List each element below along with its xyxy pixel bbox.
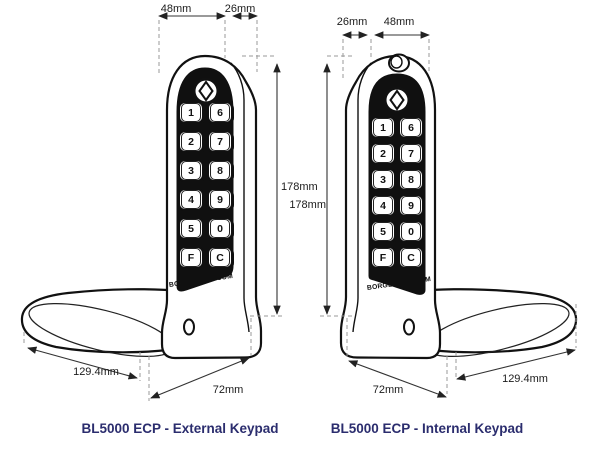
key-label: 0 bbox=[401, 222, 421, 241]
dim-line-left-129 bbox=[27, 346, 138, 380]
dim-label-left-base: 72mm bbox=[212, 384, 244, 396]
dim-label-left-handle: 129.4mm bbox=[73, 366, 119, 378]
keypad-button-0: 0 bbox=[398, 220, 424, 243]
keypad-button-3: 3 bbox=[178, 159, 204, 182]
key-label: F bbox=[181, 248, 201, 267]
dim-line-right-72 bbox=[348, 360, 447, 398]
internal-keypad: 1 6 2 7 3 8 4 9 5 0 F C bbox=[370, 116, 424, 269]
keypad-button-6: 6 bbox=[398, 116, 424, 139]
external-keypad: 1 6 2 7 3 8 4 9 5 0 F C bbox=[178, 101, 233, 269]
dim-label-right-height: 178mm bbox=[289, 199, 326, 211]
dim-label-left-width: 48mm bbox=[160, 3, 192, 15]
dim-label-right-handle: 129.4mm bbox=[502, 373, 548, 385]
key-label: 5 bbox=[181, 219, 201, 238]
dim-label-left-depth: 26mm bbox=[224, 3, 256, 15]
keypad-button-C: C bbox=[207, 246, 233, 269]
dim-label-right-depth: 26mm bbox=[336, 16, 368, 28]
keypad-button-F: F bbox=[370, 246, 396, 269]
key-label: 2 bbox=[181, 132, 201, 151]
key-label: 4 bbox=[181, 190, 201, 209]
keypad-button-F: F bbox=[178, 246, 204, 269]
keypad-button-4: 4 bbox=[370, 194, 396, 217]
keypad-button-1: 1 bbox=[370, 116, 396, 139]
key-label: C bbox=[401, 248, 421, 267]
caption-external-keypad: BL5000 ECP - External Keypad bbox=[81, 421, 279, 436]
key-label: 3 bbox=[373, 170, 393, 189]
caption-internal-keypad: BL5000 ECP - Internal Keypad bbox=[330, 421, 524, 436]
key-label: 4 bbox=[373, 196, 393, 215]
key-label: 7 bbox=[401, 144, 421, 163]
key-label: 8 bbox=[210, 161, 230, 180]
right-body-edge-line bbox=[352, 62, 372, 333]
key-label: 6 bbox=[401, 118, 421, 137]
dim-line-left-72 bbox=[150, 357, 250, 399]
dimension-lines bbox=[27, 12, 576, 399]
keypad-button-2: 2 bbox=[178, 130, 204, 153]
borg-logo-icon bbox=[383, 86, 411, 114]
key-label: 0 bbox=[210, 219, 230, 238]
keypad-button-1: 1 bbox=[178, 101, 204, 124]
left-body-edge-line bbox=[230, 62, 250, 333]
keypad-button-8: 8 bbox=[398, 168, 424, 191]
key-label: 8 bbox=[401, 170, 421, 189]
dim-line-right-129 bbox=[456, 348, 576, 381]
dim-label-right-width: 48mm bbox=[383, 16, 415, 28]
keypad-button-9: 9 bbox=[398, 194, 424, 217]
right-hub-screw bbox=[403, 318, 415, 336]
key-label: 1 bbox=[373, 118, 393, 137]
keypad-button-2: 2 bbox=[370, 142, 396, 165]
borg-logo-icon bbox=[192, 77, 220, 105]
keypad-button-4: 4 bbox=[178, 188, 204, 211]
key-label: 2 bbox=[373, 144, 393, 163]
keypad-button-8: 8 bbox=[207, 159, 233, 182]
key-label: 3 bbox=[181, 161, 201, 180]
key-label: 9 bbox=[401, 196, 421, 215]
keypad-button-7: 7 bbox=[207, 130, 233, 153]
key-label: 5 bbox=[373, 222, 393, 241]
keypad-button-5: 5 bbox=[370, 220, 396, 243]
keypad-button-6: 6 bbox=[207, 101, 233, 124]
left-hub-screw bbox=[183, 318, 195, 336]
right-top-knob bbox=[388, 53, 410, 73]
key-label: F bbox=[373, 248, 393, 267]
key-label: 1 bbox=[181, 103, 201, 122]
key-label: 6 bbox=[210, 103, 230, 122]
key-label: 7 bbox=[210, 132, 230, 151]
keypad-button-7: 7 bbox=[398, 142, 424, 165]
dim-label-left-height: 178mm bbox=[281, 181, 318, 193]
keypad-button-3: 3 bbox=[370, 168, 396, 191]
key-label: 9 bbox=[210, 190, 230, 209]
keypad-button-5: 5 bbox=[178, 217, 204, 240]
keypad-button-C: C bbox=[398, 246, 424, 269]
keypad-button-0: 0 bbox=[207, 217, 233, 240]
keypad-button-9: 9 bbox=[207, 188, 233, 211]
dim-label-right-base: 72mm bbox=[372, 384, 404, 396]
key-label: C bbox=[210, 248, 230, 267]
extension-lines bbox=[23, 20, 577, 401]
